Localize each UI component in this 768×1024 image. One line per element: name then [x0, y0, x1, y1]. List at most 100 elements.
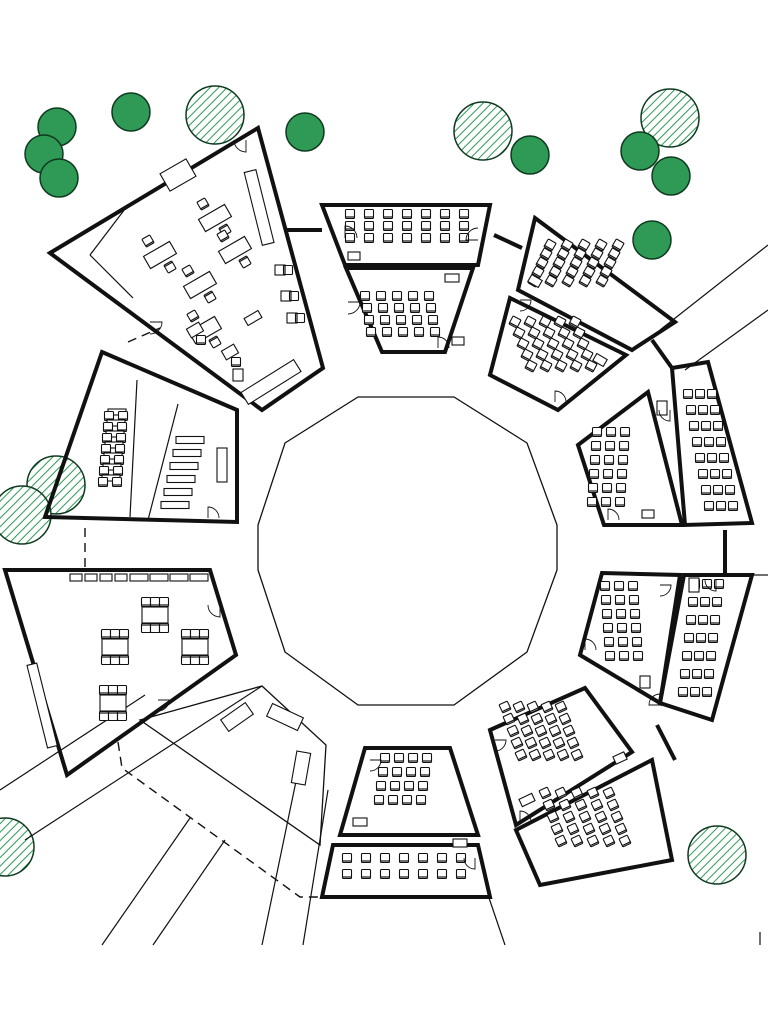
chair-icon	[397, 326, 409, 338]
chair-icon	[607, 247, 621, 261]
chair-icon	[506, 724, 520, 738]
chair-icon	[109, 654, 121, 666]
chair-icon	[429, 326, 441, 338]
chair-icon	[116, 710, 128, 722]
chair-icon	[420, 220, 432, 232]
chair-icon	[341, 852, 353, 864]
chair-icon	[103, 410, 115, 422]
chair-icon	[427, 314, 439, 326]
chair-icon	[697, 614, 709, 626]
chair-icon	[600, 496, 612, 508]
chair-icon	[401, 220, 413, 232]
chair-icon	[417, 780, 429, 792]
chair-icon	[411, 314, 423, 326]
chair-icon	[565, 348, 579, 362]
chair-icon	[391, 290, 403, 302]
chair-icon	[425, 302, 437, 314]
chair-icon	[594, 238, 608, 252]
chair-icon	[407, 752, 419, 764]
chair-icon	[439, 208, 451, 220]
desk-icon	[160, 500, 190, 510]
chair-icon	[531, 337, 545, 351]
door-swing-icon	[584, 638, 597, 651]
chair-icon	[578, 274, 592, 288]
chair-icon	[535, 348, 549, 362]
classroom-southeast-inner	[487, 685, 635, 829]
chair-icon	[578, 810, 592, 824]
chair-icon	[181, 264, 195, 278]
tree-solid-icon	[510, 135, 550, 175]
chair-icon	[531, 265, 545, 279]
chair-icon	[377, 302, 389, 314]
chair-icon	[382, 232, 394, 244]
desk-icon	[656, 400, 668, 416]
chair-icon	[539, 247, 553, 261]
door-swing-icon	[648, 693, 661, 706]
desk-icon	[232, 368, 244, 382]
chair-icon	[379, 852, 391, 864]
desk-icon	[169, 461, 199, 471]
chair-icon	[561, 337, 575, 351]
chair-icon	[421, 752, 433, 764]
chair-icon	[554, 700, 568, 714]
office-wing-west	[42, 349, 239, 525]
chair-icon	[439, 220, 451, 232]
chair-icon	[111, 476, 123, 488]
chair-icon	[706, 388, 718, 400]
chair-icon	[558, 712, 572, 726]
door-swing-icon	[157, 699, 170, 712]
chair-icon	[527, 326, 541, 340]
chair-icon	[582, 822, 596, 836]
chair-icon	[582, 265, 596, 279]
chair-icon	[602, 834, 616, 848]
chair-icon	[570, 748, 584, 762]
chair-icon	[616, 622, 628, 634]
chair-icon	[514, 748, 528, 762]
tree-solid-icon	[620, 131, 660, 171]
chair-icon	[695, 632, 707, 644]
chair-icon	[594, 810, 608, 824]
chair-icon	[118, 628, 130, 640]
door-swing-icon	[659, 584, 672, 597]
chair-icon	[548, 724, 562, 738]
chair-icon	[550, 822, 564, 836]
desk-icon	[99, 694, 127, 712]
chair-icon	[691, 436, 703, 448]
chair-icon	[230, 356, 242, 368]
chair-icon	[436, 868, 448, 880]
chair-icon	[552, 256, 566, 270]
chair-icon	[685, 614, 697, 626]
chair-icon	[560, 238, 574, 252]
door-swing-icon	[519, 299, 532, 312]
chair-icon	[382, 208, 394, 220]
chair-icon	[715, 436, 727, 448]
chair-icon	[98, 684, 110, 696]
chair-icon	[610, 810, 624, 824]
chair-icon	[603, 636, 615, 648]
chair-icon	[415, 794, 427, 806]
chair-icon	[140, 622, 152, 634]
chair-icon	[502, 712, 516, 726]
chair-icon	[363, 314, 375, 326]
door-swing-icon	[149, 321, 163, 335]
door-swing-icon	[463, 857, 476, 870]
chair-icon	[562, 724, 576, 738]
classroom-east-lower-inner	[577, 570, 683, 707]
chair-icon	[381, 326, 393, 338]
door-swing-icon	[347, 301, 361, 315]
chair-icon	[363, 220, 375, 232]
chair-icon	[586, 256, 600, 270]
chair-icon	[562, 810, 576, 824]
chair-icon	[632, 650, 644, 662]
chair-icon	[712, 484, 724, 496]
chair-icon	[398, 852, 410, 864]
chair-icon	[163, 260, 177, 274]
chair-icon	[566, 822, 580, 836]
chair-icon	[554, 359, 568, 373]
chair-icon	[379, 314, 391, 326]
classroom-southeast-outer	[513, 757, 675, 888]
chair-icon	[379, 868, 391, 880]
chair-icon	[703, 436, 715, 448]
tree-solid-icon	[111, 92, 151, 132]
desk-icon	[141, 606, 169, 624]
